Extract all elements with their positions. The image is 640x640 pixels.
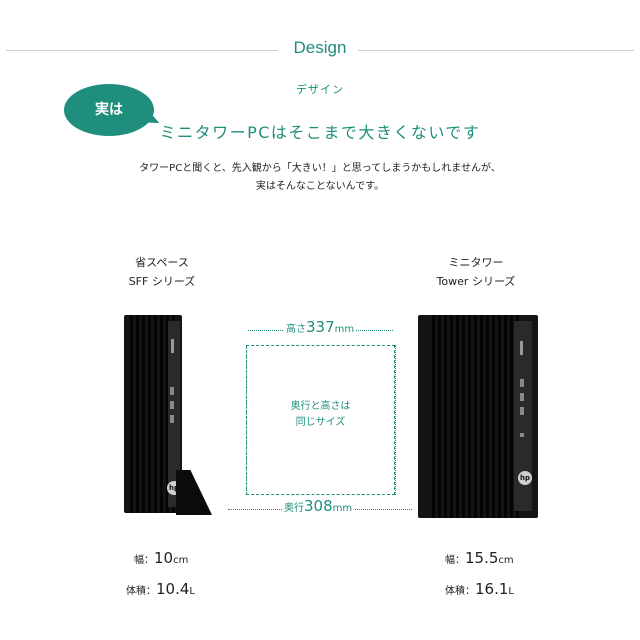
left-vertical-guide [246,345,247,495]
sff-width-label: 幅： [134,555,154,566]
depth-label: 奥行308mm [282,497,355,515]
sff-volume-unit: L [189,586,195,597]
callout-bubble-text: 実は [95,102,123,118]
header-rule-right [358,50,634,51]
height-label: 高さ337mm [284,318,357,336]
sff-width-value: 10 [154,549,174,567]
height-prefix: 高さ [286,324,306,335]
dimension-note-line-1: 奥行と高さは [290,401,351,412]
sff-volume-value: 10.4 [156,580,190,598]
tower-name-line-1: ミニタワー [448,256,504,269]
sff-name-line-1: 省スペース [135,256,189,269]
body-text-line-1: タワーPCと聞くと、先入観から「大きい！」と思ってしまうかもしれませんが、 [139,163,501,174]
section-subtitle: デザイン [296,83,344,96]
depth-value: 308 [304,497,333,515]
section-title: Design [293,38,347,57]
tower-volume-value: 16.1 [475,580,509,598]
sff-pc-image: hp [124,315,182,513]
depth-prefix: 奥行 [284,503,304,514]
height-value: 337 [306,318,335,336]
hp-logo-icon: hp [518,471,532,485]
tower-width-label: 幅： [445,555,465,566]
tower-volume-label: 体積： [445,586,475,597]
body-text-line-2: 実はそんなことないんです。 [255,181,385,192]
dimension-note: 奥行と高さは 同じサイズ [246,399,395,431]
sff-name-line-2: SFF シリーズ [128,275,196,288]
sff-stand [176,470,212,515]
sff-width-spec: 幅：10cm [134,549,188,567]
tower-volume-unit: L [508,586,514,597]
sff-volume-label: 体積： [126,586,156,597]
depth-unit: mm [332,503,353,514]
height-unit: mm [334,324,355,335]
tower-width-unit: cm [498,555,514,566]
tower-pc-image: hp [418,315,538,518]
tower-volume-spec: 体積：16.1L [445,580,514,598]
dimension-note-line-2: 同じサイズ [295,417,346,428]
tower-name-line-2: Tower シリーズ [436,275,516,288]
section-header: Design [0,38,640,62]
headline: ミニタワーPCはそこまで大きくないです [159,123,481,142]
sff-volume-spec: 体積：10.4L [126,580,195,598]
header-rule-left [6,50,278,51]
right-vertical-guide [395,345,396,495]
tower-width-spec: 幅：15.5cm [445,549,514,567]
tower-width-value: 15.5 [465,549,499,567]
callout-bubble: 実は [64,84,154,136]
sff-width-unit: cm [173,555,189,566]
